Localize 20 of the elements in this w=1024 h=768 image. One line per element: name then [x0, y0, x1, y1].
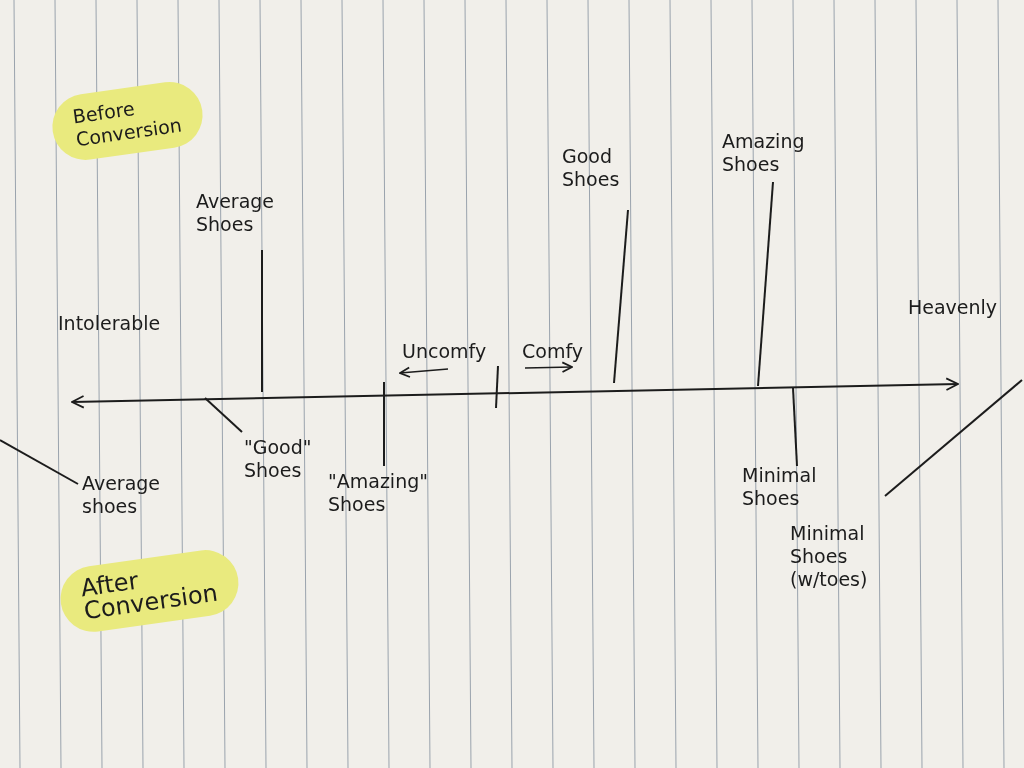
leader-line	[261, 249, 263, 393]
scale-label: "Amazing" Shoes	[328, 470, 428, 516]
leader-line	[383, 381, 385, 467]
scale-label: Minimal Shoes (w/toes)	[790, 522, 868, 591]
leader-line	[204, 397, 243, 433]
scale-label: Good Shoes	[562, 145, 620, 191]
leader-line	[0, 439, 79, 485]
scale-end-label: Heavenly	[908, 296, 998, 319]
direction-label: Comfy	[522, 340, 583, 363]
scale-label: "Good" Shoes	[244, 436, 312, 482]
leader-line	[613, 209, 629, 384]
scale-label: Amazing Shoes	[722, 130, 805, 176]
scale-label: Average Shoes	[196, 190, 275, 236]
scale-label: Minimal Shoes	[742, 464, 817, 510]
leader-line	[757, 181, 774, 387]
leader-line	[884, 379, 1023, 497]
scale-label: Average shoes	[82, 472, 161, 518]
direction-label: Uncomfy	[402, 340, 487, 363]
leader-line	[792, 387, 798, 467]
scale-end-label: Intolerable	[58, 312, 161, 335]
